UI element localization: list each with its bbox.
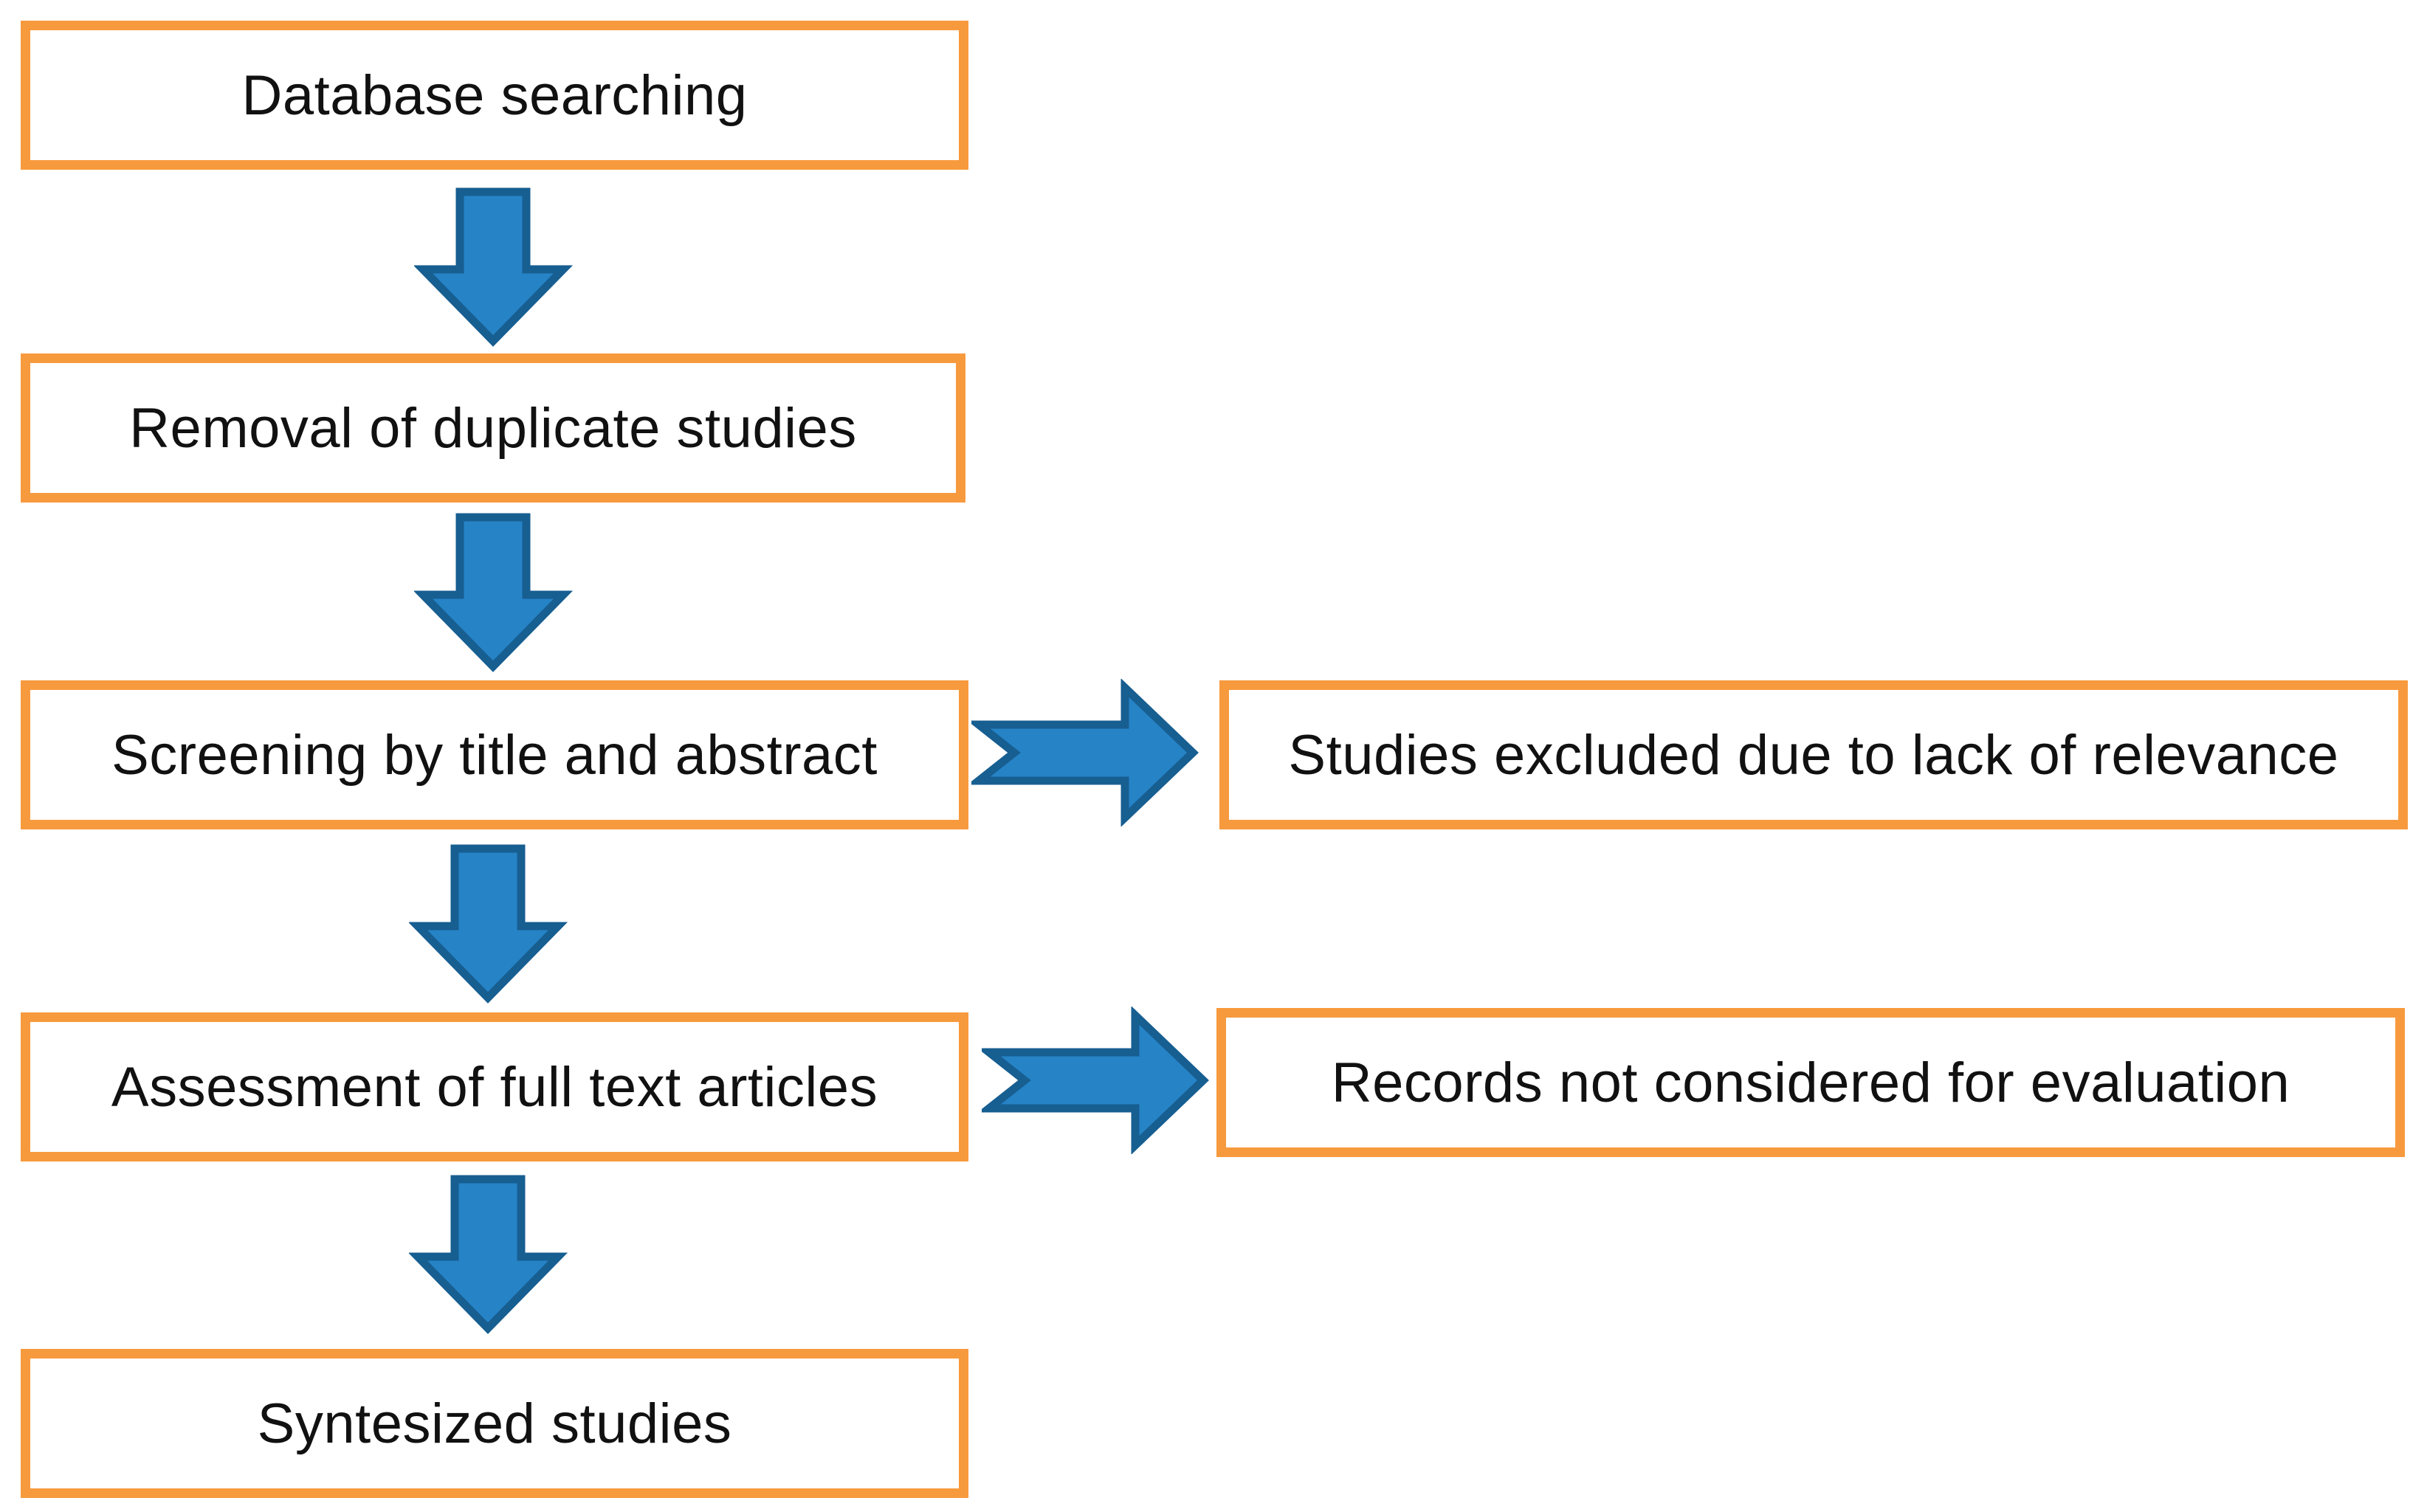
- down-arrow-icon: [409, 1175, 568, 1334]
- down-arrow-icon: [414, 513, 574, 672]
- down-arrow-icon: [409, 844, 568, 1004]
- right-arrow-icon: [982, 1007, 1209, 1154]
- step-label: Removal of duplicate studies: [129, 396, 857, 460]
- down-arrow-icon: [414, 187, 574, 347]
- step-database-searching: Database searching: [21, 21, 968, 170]
- step-label: Screening by title and abstract: [111, 723, 878, 787]
- exclusion-label: Records not considered for evaluation: [1331, 1051, 2290, 1114]
- step-synthesized-studies: Syntesized studies: [21, 1349, 968, 1498]
- step-removal-duplicates: Removal of duplicate studies: [21, 353, 965, 503]
- step-label: Syntesized studies: [257, 1392, 732, 1455]
- exclusion-not-considered: Records not considered for evaluation: [1216, 1008, 2405, 1157]
- exclusion-label: Studies excluded due to lack of relevanc…: [1288, 723, 2339, 787]
- step-label: Assessment of full text articles: [111, 1055, 878, 1119]
- exclusion-lack-of-relevance: Studies excluded due to lack of relevanc…: [1219, 680, 2408, 829]
- step-label: Database searching: [241, 63, 748, 127]
- step-assessment: Assessment of full text articles: [21, 1012, 968, 1161]
- right-arrow-icon: [971, 679, 1199, 826]
- step-screening: Screening by title and abstract: [21, 680, 968, 829]
